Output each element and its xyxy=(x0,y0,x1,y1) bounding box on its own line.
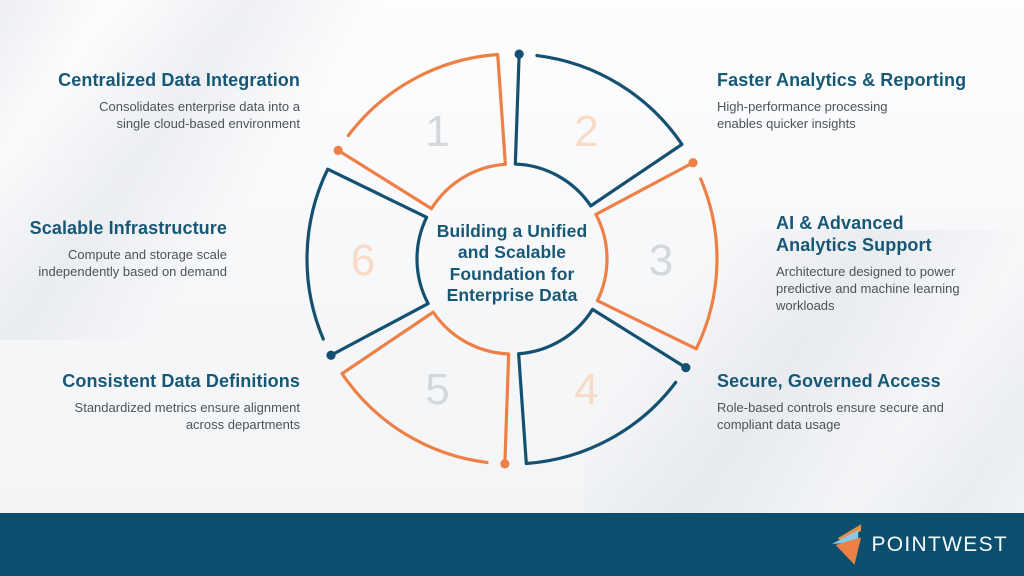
brand-name: POINTWEST xyxy=(871,532,1008,556)
pointwest-arrow-icon xyxy=(832,523,862,565)
item-title: Consistent Data Definitions xyxy=(62,371,300,391)
item-description: High-performance processing enables quic… xyxy=(717,98,888,132)
item-description: Consolidates enterprise data into a sing… xyxy=(99,98,300,132)
wheel-number-5: 5 xyxy=(425,365,449,414)
item-centralized-data-integration: Centralized Data Integration Consolidate… xyxy=(58,70,300,133)
wheel-node-4 xyxy=(681,363,691,373)
item-title: Faster Analytics & Reporting xyxy=(717,70,967,90)
center-title-line: Foundation for xyxy=(449,263,575,284)
wheel-segment-1 xyxy=(336,52,507,211)
center-title-line: Enterprise Data xyxy=(446,285,578,306)
wheel-center-title: Building a Unified and Scalable Foundati… xyxy=(402,221,622,306)
wheel-segment-5 xyxy=(340,310,511,466)
wheel-number-1: 1 xyxy=(425,107,449,156)
wheel-number-4: 4 xyxy=(574,365,598,414)
footer-bar: POINTWEST xyxy=(0,513,1024,576)
item-consistent-data-definitions: Consistent Data Definitions Standardized… xyxy=(50,371,300,434)
wheel-node-6 xyxy=(326,350,336,360)
item-description: Standardized metrics ensure alignment ac… xyxy=(74,399,300,433)
item-secure-governed-access: Secure, Governed Access Role-based contr… xyxy=(717,371,965,434)
center-title-line: and Scalable xyxy=(457,242,567,263)
item-faster-analytics-reporting: Faster Analytics & Reporting High-perfor… xyxy=(717,70,966,133)
wheel-segment-3 xyxy=(594,161,719,351)
item-scalable-infrastructure: Scalable Infrastructure Compute and stor… xyxy=(12,218,227,281)
item-ai-advanced-analytics-support: AI & Advanced Analytics Support Architec… xyxy=(776,213,988,315)
item-description: Compute and storage scale independently … xyxy=(38,246,227,280)
wheel-node-2 xyxy=(514,49,524,59)
wheel-number-3: 3 xyxy=(649,236,673,285)
item-title: Scalable Infrastructure xyxy=(29,218,227,238)
item-title: Secure, Governed Access xyxy=(717,371,941,391)
item-description: Role-based controls ensure secure and co… xyxy=(717,399,944,433)
item-title: AI & Advanced Analytics Support xyxy=(776,213,932,255)
pointwest-logo: POINTWEST xyxy=(830,523,1008,566)
wheel-node-3 xyxy=(688,158,698,168)
segmented-wheel-diagram: 1 2 3 4 5 6 xyxy=(305,49,719,469)
wheel-segment-4 xyxy=(517,307,688,466)
wheel-node-5 xyxy=(500,459,510,469)
item-description: Architecture designed to power predictiv… xyxy=(776,263,960,314)
center-title-line: Building a Unified xyxy=(436,221,588,241)
wheel-segment-2 xyxy=(513,52,684,208)
wheel-node-1 xyxy=(333,145,343,155)
wheel-segment-6 xyxy=(305,167,430,357)
wheel-number-2: 2 xyxy=(574,107,598,156)
wheel-number-6: 6 xyxy=(351,236,375,285)
item-title: Centralized Data Integration xyxy=(58,70,300,90)
